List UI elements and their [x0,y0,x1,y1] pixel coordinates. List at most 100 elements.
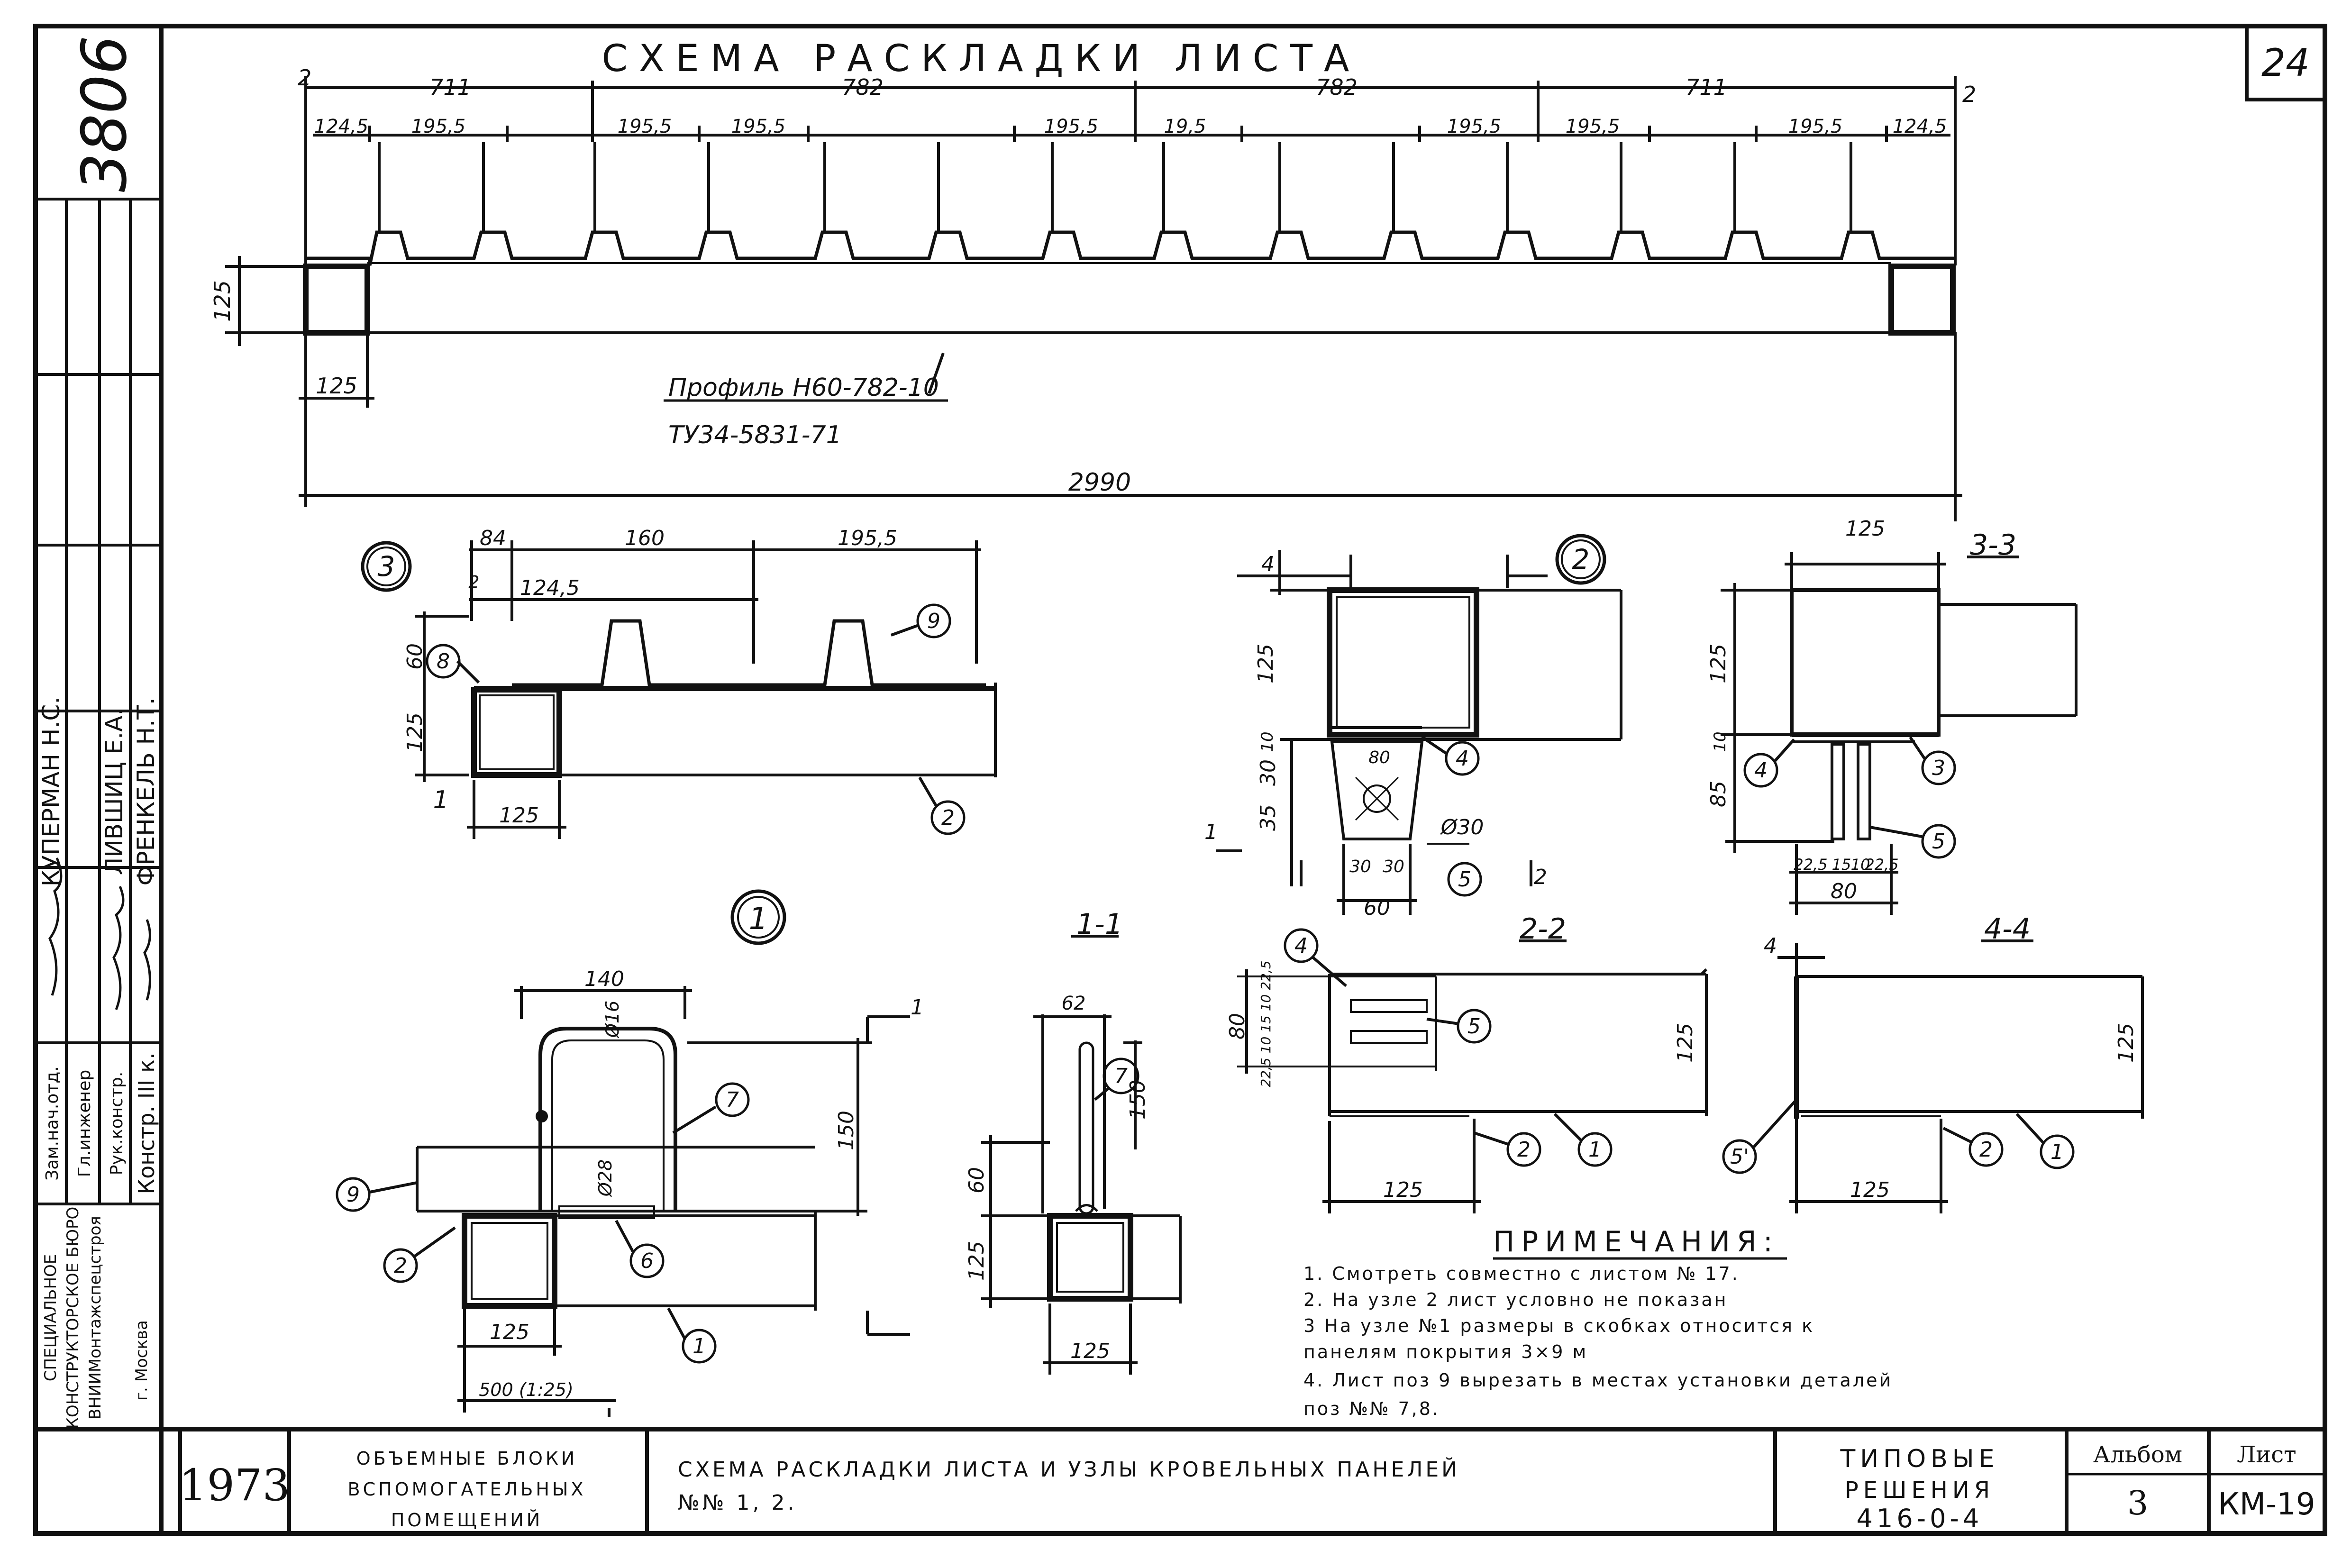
section-3-3-labels: 3-3 125 125 10 85 22,5 15 10 22,5 80 4 3… [1706,517,2016,903]
dim-seg-1: 711 [429,74,471,100]
node-2 [1216,534,1622,915]
org-line-4: г. Москва [132,1320,151,1401]
section-2-2-pos-5: 5 [1467,1014,1481,1039]
title-object-2: ВСПОМОГАТЕЛЬНЫХ [348,1479,586,1500]
node-3-pos-8: 8 [437,649,450,674]
section-4-4-title: 4-4 [1984,912,2031,946]
section-1-1-dim-125h: 125 [1070,1339,1110,1363]
sheet-value: КМ-19 [2218,1487,2315,1522]
node-2-dim-30: 30 [1256,759,1280,786]
node-1-pos-7: 7 [726,1088,739,1112]
node-3-dim-1245: 124,5 [520,576,580,600]
section-2-2-dim-125v: 125 [1673,1023,1697,1063]
node-1-cut-top: 1 [911,995,924,1020]
node-1-dim-140: 140 [584,967,624,991]
left-stamp [36,198,161,1205]
node-2-dim-30b: 30 [1383,857,1404,876]
node-2-pos-5: 5 [1458,867,1471,892]
node-1-dia-28: Ø28 [595,1159,616,1197]
section-1-1-dim-60: 60 [965,1167,989,1194]
title-desc-2: №№ 1, 2. [678,1491,797,1515]
node-2-cut-1: 1 [1204,820,1218,844]
section-2-2-labels: 2-2 80 22,5 10 15 10 22,5 125 125 4 5 2 … [1225,912,1697,1202]
dim-sub-8: 195,5 [1566,116,1620,137]
node-2-dim-30a: 30 [1349,857,1371,876]
section-1-1-dim-62: 62 [1062,993,1086,1014]
node-3-dim-84: 84 [480,526,506,550]
node-2-mark: 2 [1572,543,1590,575]
title-year: 1973 [179,1460,290,1511]
dim-sub-6: 19,5 [1164,116,1206,137]
node-1-dim-150: 150 [834,1111,858,1150]
section-1-1 [981,935,1182,1375]
node-2-dim-125: 125 [1254,644,1278,684]
dim-sub-10: 124,5 [1893,116,1947,137]
title-object-1: ОБЪЕМНЫЕ БЛОКИ [356,1448,578,1469]
section-4-4 [1722,939,2144,1213]
notes-heading: ПРИМЕЧАНИЯ: [1493,1225,1779,1258]
name-livshits: ЛИВШИЦ Е.А. [100,708,128,875]
section-3-3-dim-10: 10 [1711,731,1730,752]
note-4-cont: поз №№ 7,8. [1303,1398,1440,1419]
section-1-1-dim-125v: 125 [965,1241,989,1281]
profile-label-2: ТУ34-5831-71 [668,421,842,449]
note-2: 2. На узле 2 лист условно не показан [1303,1289,1728,1310]
layout-dimensions: 2 2 711 782 782 711 124,5 195,5 195,5 19… [210,65,1976,497]
node-3 [361,540,997,839]
role-1: Зам.нач.отд. [43,1066,62,1180]
node-3-dim-125v: 125 [403,712,427,752]
dim-sub-7: 195,5 [1447,116,1502,137]
role-4: Констр. III к. [134,1052,159,1194]
name-frenkel: ФРЕНКЕЛЬ Н.Т. [132,697,160,885]
dim-sub-2: 195,5 [411,116,466,137]
node-2-dim-4: 4 [1261,552,1275,576]
note-3: 3 На узле №1 размеры в скобках относится… [1303,1315,1814,1336]
node-1-pos-9: 9 [346,1183,360,1207]
section-2-2-dim-125h: 125 [1383,1178,1423,1202]
section-4-4-dim-4: 4 [1764,934,1777,958]
layout-scheme [225,76,1962,521]
org-line-1: СПЕЦИАЛЬНОЕ [41,1254,60,1382]
org-line-2: КОНСТРУКТОРСКОЕ БЮРО [64,1207,82,1429]
title-type-2: РЕШЕНИЯ [1845,1477,1995,1504]
title-object-3: ПОМЕЩЕНИЙ [391,1510,543,1531]
section-4-4-labels: 4-4 4 125 125 5' 2 1 [1730,912,2138,1202]
section-1-1-pos-7: 7 [1114,1064,1128,1088]
section-4-4-dim-125v: 125 [2114,1023,2138,1063]
title-desc-1: СХЕМА РАСКЛАДКИ ЛИСТА И УЗЛЫ КРОВЕЛЬНЫХ … [678,1457,1460,1482]
profile-label-1: Профиль Н60-782-10 [668,374,939,402]
dim-edge-left: 2 [298,65,311,91]
section-2-2 [1237,928,1708,1213]
archive-number: 3806 [68,36,140,192]
node-3-dim-125h: 125 [499,803,539,828]
node-3-pos-9: 9 [927,609,940,633]
section-3-3-dim-80: 80 [1831,879,1857,903]
dim-sub-5: 195,5 [1044,116,1099,137]
node-1-dim-125: 125 [490,1320,529,1344]
section-3-3-dim-15: 15 [1832,856,1851,874]
section-3-3-dim-125: 125 [1706,644,1731,684]
role-3: Рук.констр. [107,1072,127,1176]
name-kuperman: КУПЕРМАН Н.С. [37,697,65,886]
title-type-1: ТИПОВЫЕ [1840,1445,1999,1473]
node-1 [336,889,910,1417]
node-1-mark: 1 [749,902,768,937]
node-2-dia-30: Ø30 [1440,815,1484,839]
dim-sub-4: 195,5 [731,116,786,137]
corner-sheet-box: 24 [2245,24,2327,101]
note-1: 1. Смотреть совместно с листом № 17. [1303,1263,1740,1284]
dim-width-125: 125 [316,373,357,399]
section-2-2-title: 2-2 [1520,912,1566,946]
section-1-1-labels: 1-1 62 150 60 125 125 7 [965,908,1150,1363]
node-2-dim-80: 80 [1368,748,1390,767]
section-3-3-pos-5: 5 [1932,830,1945,854]
title-block [178,1429,2325,1533]
section-4-4-pos-1: 1 [2050,1140,2064,1164]
stamp-names: КУПЕРМАН Н.С. ЛИВШИЦ Е.А. ФРЕНКЕЛЬ Н.Т. [37,697,160,886]
section-2-2-pos-2: 2 [1517,1138,1531,1162]
dim-edge-right: 2 [1962,82,1976,107]
node-1-labels: 1 140 Ø16 Ø28 150 125 500 (1:25) 7 9 2 6… [346,902,924,1400]
section-3-3-dim-10b: 10 [1851,856,1870,874]
section-4-4-pos-5: 5' [1730,1145,1749,1169]
node-1-dia-16: Ø16 [602,1001,623,1039]
